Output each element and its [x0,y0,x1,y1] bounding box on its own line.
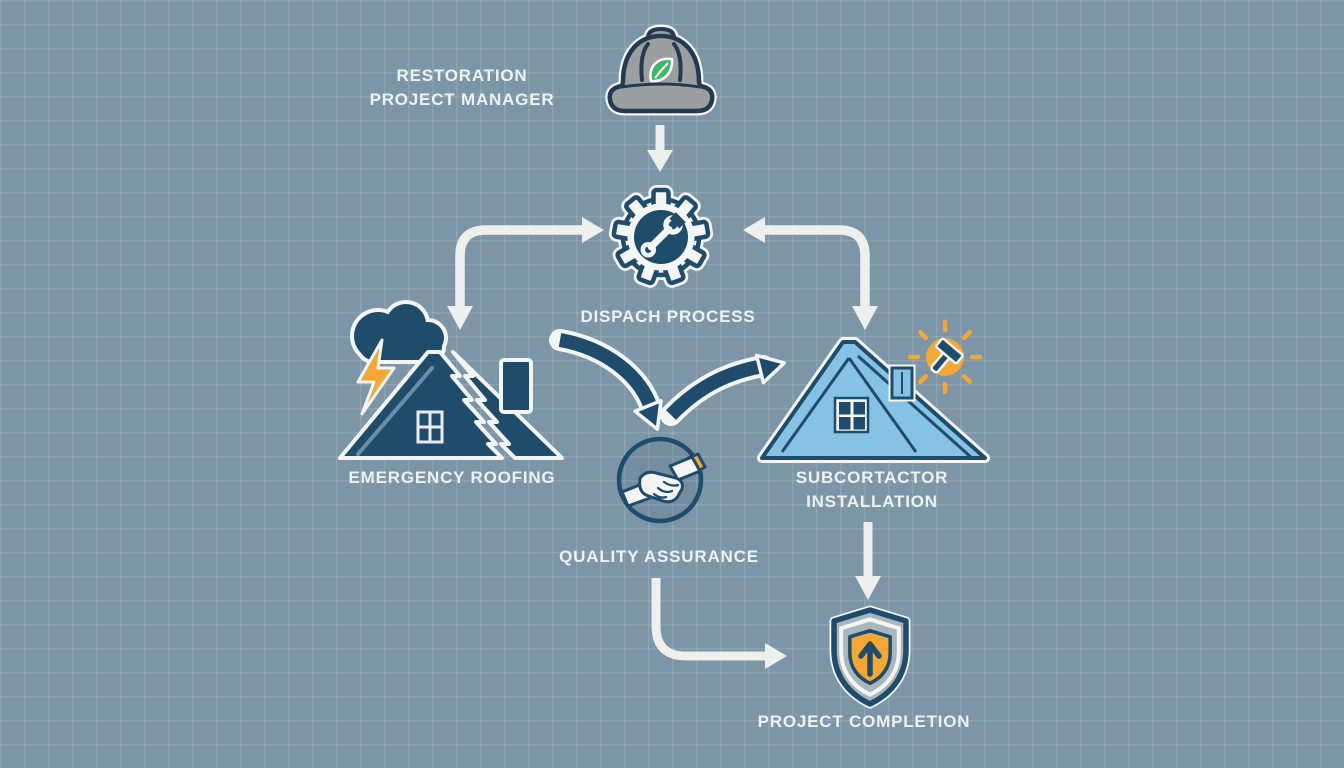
arrow-quality-to-completion [651,578,787,669]
completion-node-label: PROJECT COMPLETION [757,712,971,731]
subcontractor-label-line2: INSTALLATION [806,492,938,511]
roof-vent [888,364,916,402]
subcontractor-label-line1: SUBCORTACTOR [795,468,949,487]
hat-rib-right [672,42,683,82]
chimney [499,358,533,414]
roof-left-cracked-section [338,350,504,460]
hammer-icon [930,337,964,374]
window-icon [833,396,870,434]
hat-rib-left [639,42,650,82]
wrench-icon [640,212,686,258]
quality-node-label: QUALITY ASSURANCE [559,547,759,566]
new-roof-icon [757,319,990,463]
lightning-bolt-icon [356,338,396,416]
emergency-node-label: EMERGENCY ROOFING [348,468,556,487]
arrow-emergency-to-quality [549,329,787,431]
sun-hammer-icon [907,319,983,395]
leaf-icon [649,57,674,83]
gear-wrench-icon [608,185,714,288]
manager-node-label: RESTORATION PROJECT MANAGER [337,64,587,112]
window-icon [416,410,444,444]
arrow-manager-to-dispatch [647,125,673,172]
up-arrow-icon [858,641,882,677]
arrow-dispatch-to-subcontractor [743,217,878,330]
arrow-subcontractor-to-completion [855,522,881,600]
shield-up-arrow-icon [829,605,911,709]
manager-label-line1: RESTORATION [396,66,528,85]
hard-hat-icon [605,24,717,116]
manager-label-line2: PROJECT MANAGER [369,90,555,109]
dispatch-node-label: DISPACH PROCESS [580,307,756,326]
subcontractor-node-label: SUBCORTACTOR INSTALLATION [747,466,997,514]
handshake-icon [616,436,707,524]
arrow-dispatch-to-emergency [447,217,604,330]
storm-damaged-roof-icon [338,300,564,460]
